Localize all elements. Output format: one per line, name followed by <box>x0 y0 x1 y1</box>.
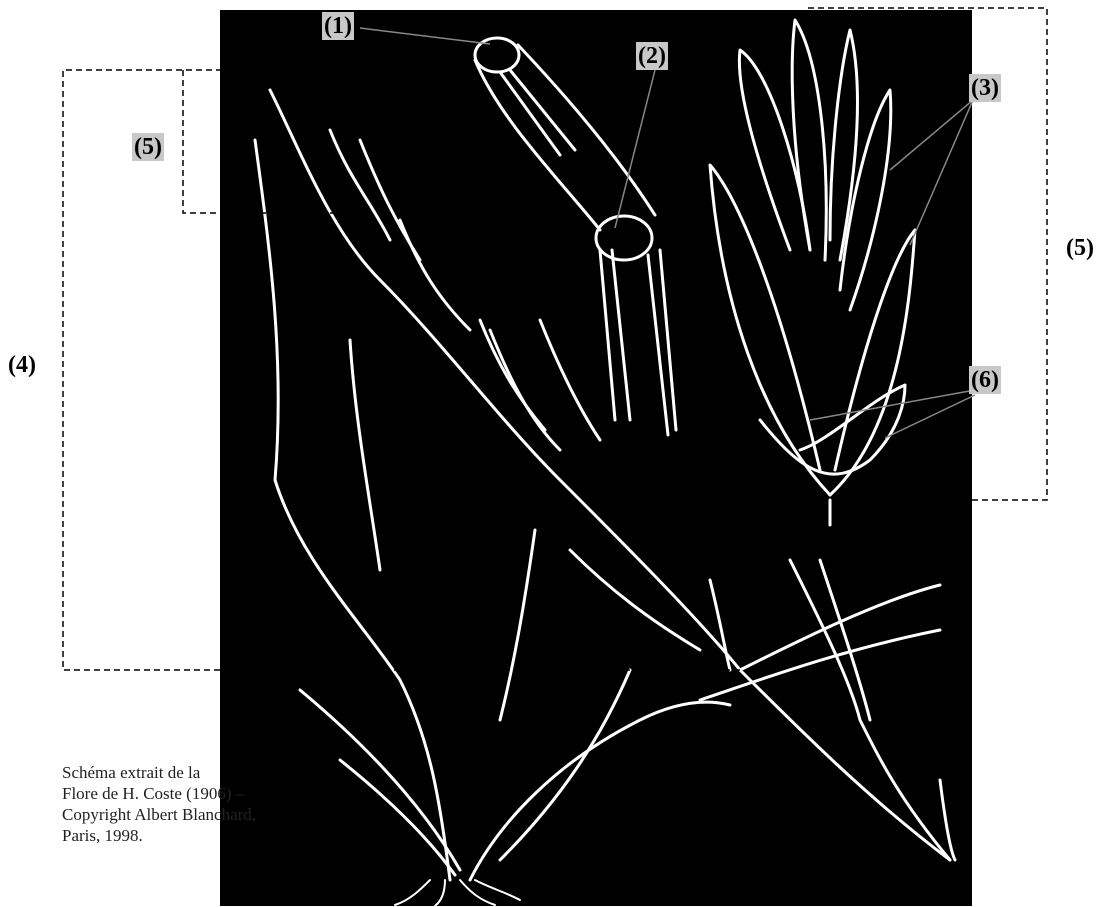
credit-line: Paris, 1998. <box>62 825 302 846</box>
credit-line: Copyright Albert Blanchard, <box>62 804 302 825</box>
credit-line: Schéma extrait de la <box>62 762 302 783</box>
label-arrows <box>360 28 975 438</box>
bracket-4-line <box>63 70 740 670</box>
credit-line: Flore de H. Coste (1906) – <box>62 783 302 804</box>
label-5-right: (5) <box>1066 234 1094 262</box>
roots <box>395 880 520 906</box>
label-3: (3) <box>969 74 1001 102</box>
label-4: (4) <box>8 351 36 379</box>
label-1: (1) <box>322 12 354 40</box>
label-5-left: (5) <box>132 133 164 161</box>
label-6: (6) <box>969 366 1001 394</box>
source-credit: Schéma extrait de la Flore de H. Coste (… <box>62 762 302 846</box>
label-brackets <box>63 8 1047 670</box>
label-2: (2) <box>636 42 668 70</box>
spikelet-detail <box>710 20 915 525</box>
